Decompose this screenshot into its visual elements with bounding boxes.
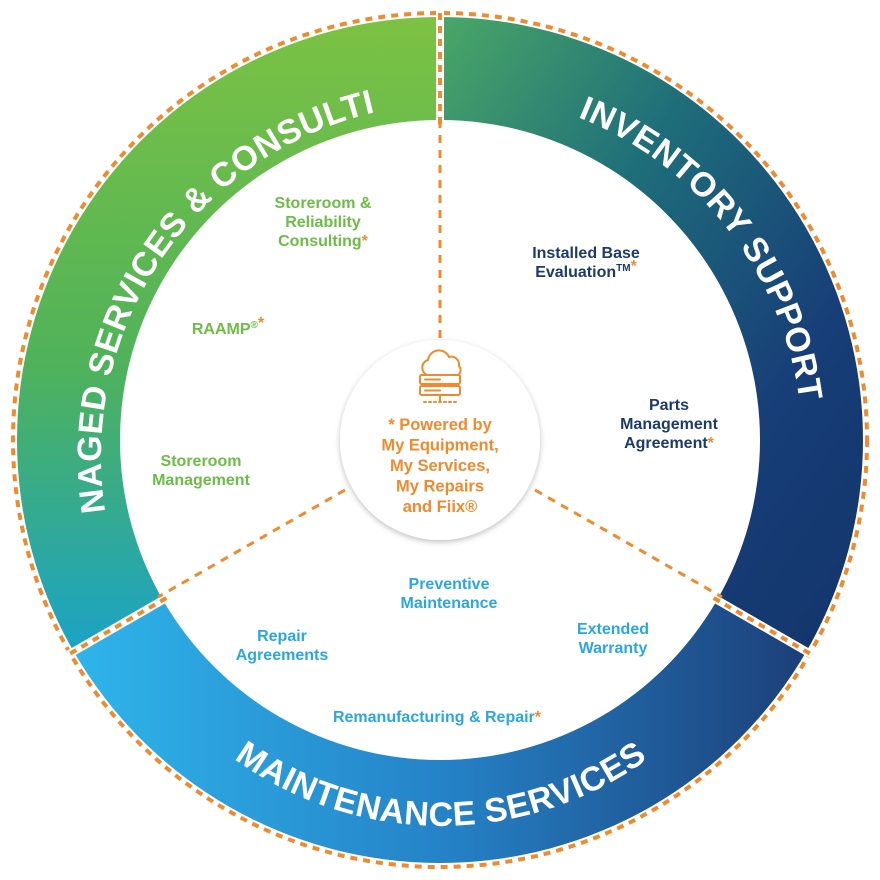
outer-ring xyxy=(17,17,863,863)
segment-maintenance-services[interactable] xyxy=(73,600,807,863)
segment-inventory-support[interactable] xyxy=(440,17,863,652)
cloud-server-icon xyxy=(419,349,462,403)
inner-dividers xyxy=(157,120,723,599)
center-circle xyxy=(340,340,540,540)
segment-managed-services[interactable] xyxy=(17,17,441,652)
maintenance-item: Remanufacturing & Repair* xyxy=(333,709,542,726)
managed-item: RAAMP®* xyxy=(192,315,265,338)
segment-gaps xyxy=(66,11,814,658)
outer-dashed-border xyxy=(11,11,869,869)
